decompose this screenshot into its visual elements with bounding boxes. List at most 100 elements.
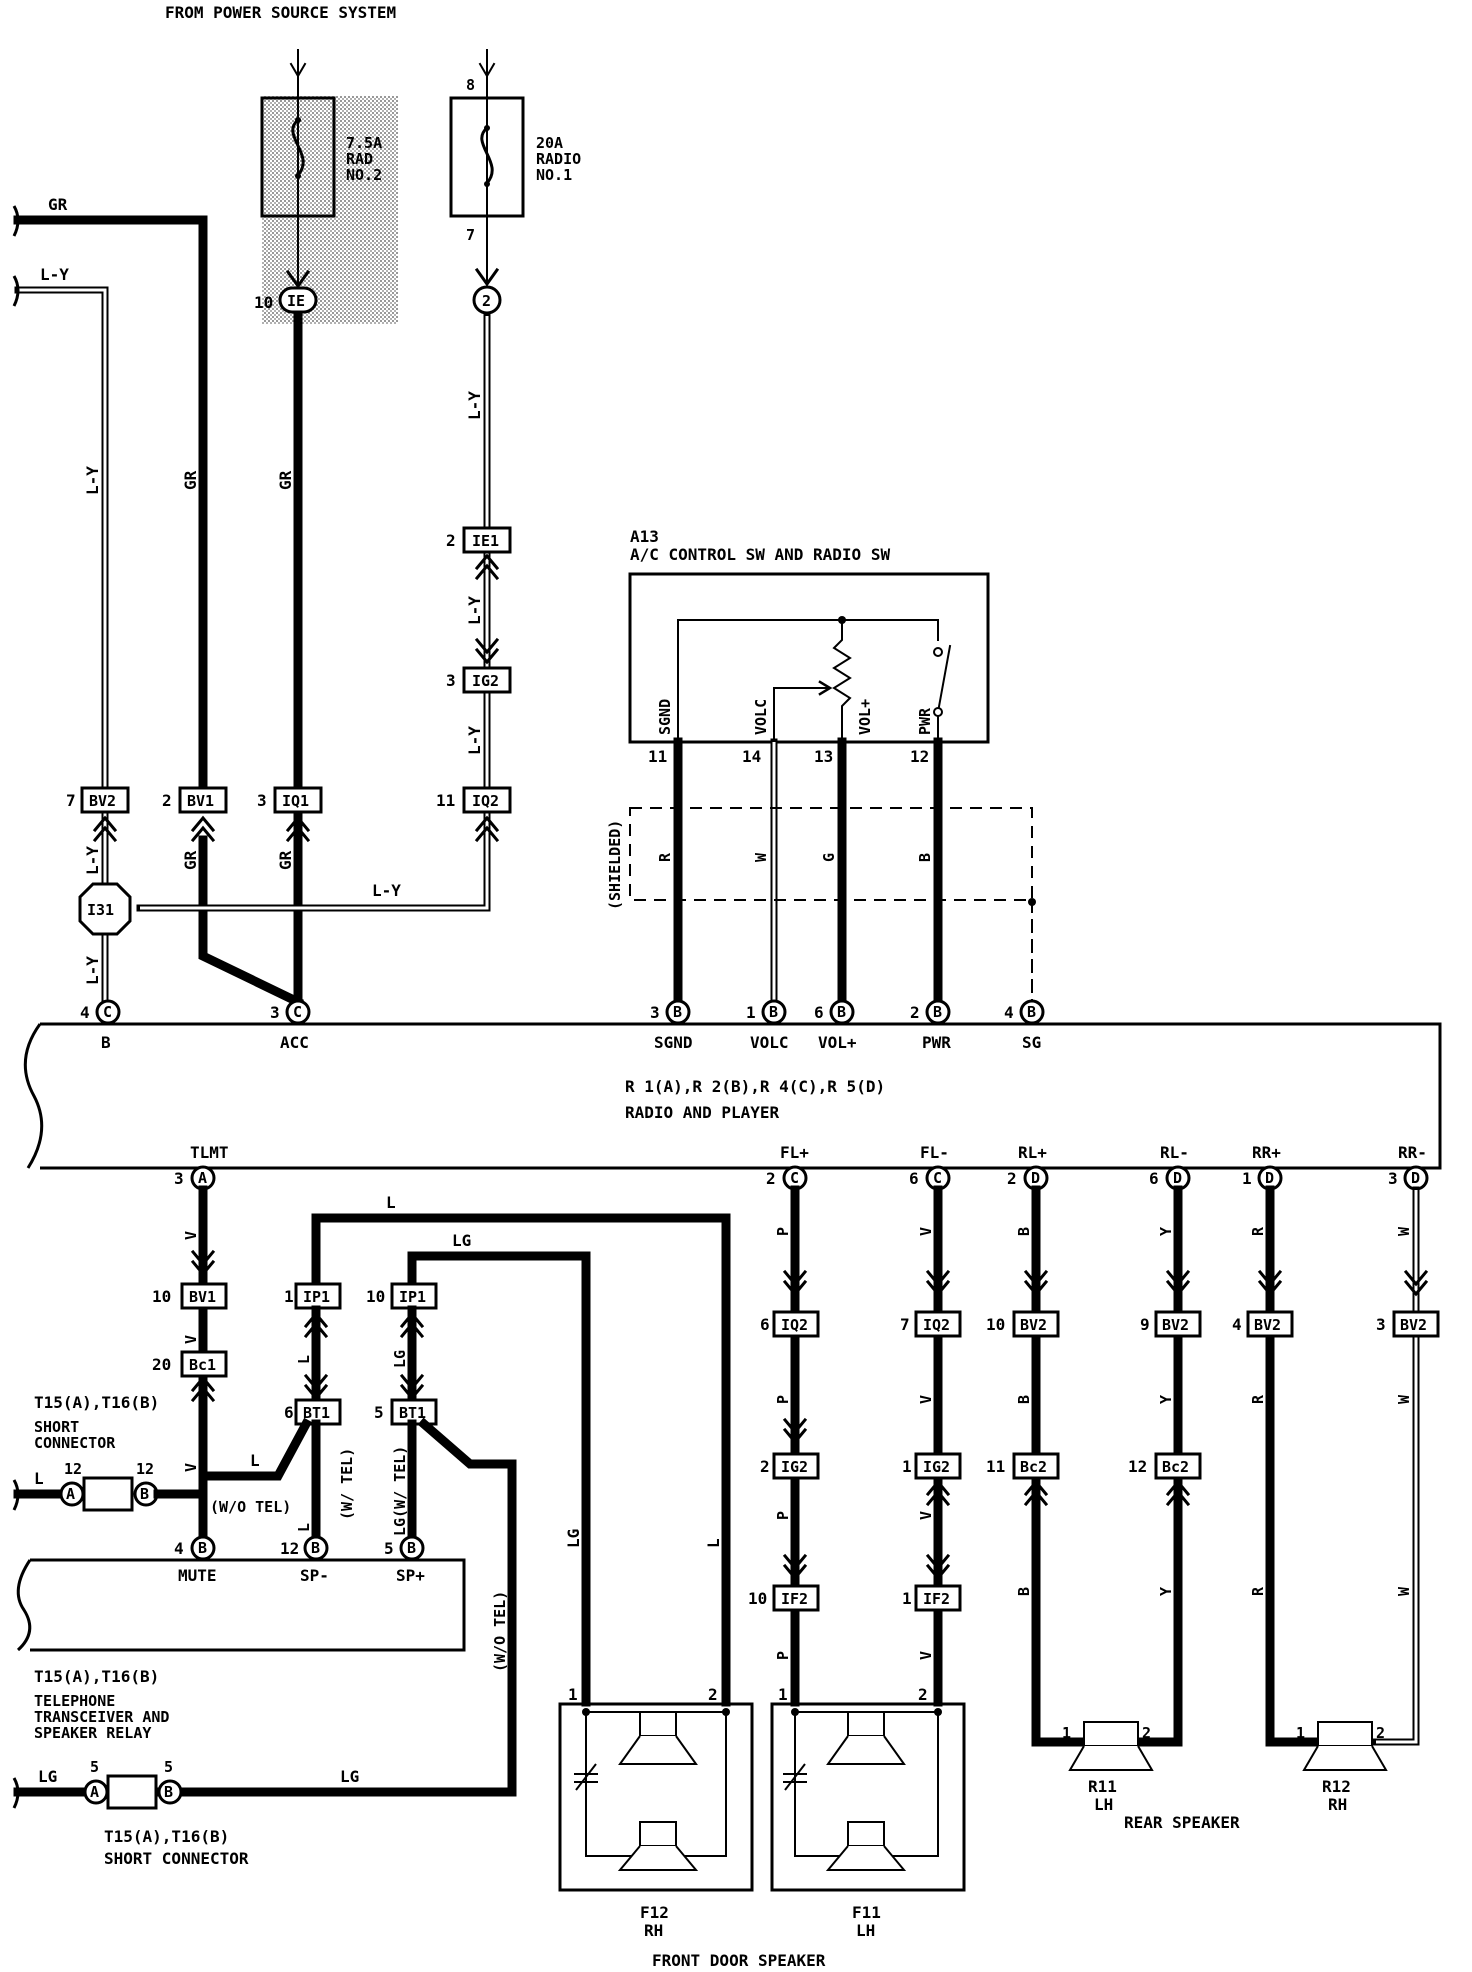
rear-speaker-title: REAR SPEAKER xyxy=(1124,1813,1240,1832)
pin-number: 2 xyxy=(1007,1169,1017,1188)
wire-lg-wo-tel xyxy=(135,1417,517,1797)
speaker-side: RH xyxy=(644,1921,663,1940)
connector-ie1: 2 IE1 xyxy=(446,526,512,554)
pin-number: 12 xyxy=(136,1460,154,1478)
terminal-name: MUTE xyxy=(178,1566,217,1585)
pin-number: 13 xyxy=(814,747,833,766)
connector-label: BT1 xyxy=(303,1404,330,1422)
terminal-name: SP+ xyxy=(396,1566,425,1585)
terminal-sgnd: 3 B SGND xyxy=(650,999,693,1052)
shield-box xyxy=(629,807,1033,901)
fuse-radio-no1: 8 7 20A RADIO NO.1 xyxy=(449,49,581,287)
connector-box xyxy=(1246,1310,1294,1338)
wire-color-label: LG xyxy=(564,1529,583,1548)
wire-rl-plus xyxy=(1031,1185,1085,1747)
wire-color-label: W xyxy=(752,852,770,862)
wire-color-label: P xyxy=(774,1651,792,1660)
wire-color-label: L-Y xyxy=(83,956,102,985)
pin-number: 1 xyxy=(1242,1169,1252,1188)
wire-color-label: L xyxy=(704,1538,723,1548)
terminal-conn: C xyxy=(790,1169,799,1187)
wire-l-wo-tel xyxy=(198,1417,313,1481)
a13-terminal: SGND xyxy=(656,699,674,735)
speaker-icon xyxy=(1317,1721,1373,1747)
terminal-conn: B xyxy=(673,1003,682,1021)
a13-terminal: VOL+ xyxy=(856,699,874,735)
connector-iq1: 3 IQ1 xyxy=(257,786,323,814)
wire-color-label: L xyxy=(386,1193,396,1212)
front-speaker-title: FRONT DOOR SPEAKER xyxy=(652,1951,826,1970)
speaker-code: R12 xyxy=(1322,1777,1351,1796)
switch-contact xyxy=(933,647,943,657)
wire-color-label: V xyxy=(917,1395,935,1404)
connector-circle xyxy=(472,285,502,315)
connector-bv1-top: 2 BV1 xyxy=(162,786,228,814)
speaker-f12: 1 2 F12 RH xyxy=(558,1685,754,1940)
terminal-conn: B xyxy=(407,1539,416,1557)
terminal-conn: B xyxy=(140,1485,149,1503)
wire-break-icon xyxy=(12,275,20,307)
connector-label: Bc1 xyxy=(189,1356,216,1374)
name-label: TRANSCEIVER AND xyxy=(34,1708,169,1726)
speaker-icon xyxy=(847,1711,885,1737)
terminal-conn: B xyxy=(769,1003,778,1021)
connector-label: BV1 xyxy=(189,1288,216,1306)
pin-number: 3 xyxy=(446,671,456,690)
junction-i31: I31 xyxy=(78,882,132,936)
connector-box xyxy=(1154,1452,1202,1480)
radio-bottom-terminals: TLMT 3 A FL+ 2 C FL- 6 C RL+ 2 D RL- 6 D… xyxy=(174,1143,1429,1191)
double-chevron-icon xyxy=(474,553,500,581)
speaker-code: F11 xyxy=(852,1903,881,1922)
wire-color-label: L-Y xyxy=(40,265,69,284)
terminal-conn: D xyxy=(1031,1169,1040,1187)
pin-number: 3 xyxy=(270,1003,280,1022)
fuse-node xyxy=(484,181,490,187)
wire-color-label: V xyxy=(917,1227,935,1236)
fuse-amps: 20A xyxy=(536,134,563,152)
wire-break-icon xyxy=(12,1479,20,1511)
name-label: SHORT CONNECTOR xyxy=(104,1849,249,1868)
double-chevron-icon xyxy=(190,815,216,843)
connector-bv2-top: 7 BV2 xyxy=(66,786,130,814)
pin-number: 2 xyxy=(708,1685,718,1704)
a13-box xyxy=(628,572,990,744)
terminal-name: RR- xyxy=(1398,1143,1427,1162)
wire-ly-2 xyxy=(136,312,491,912)
terminal-conn: D xyxy=(1173,1169,1182,1187)
wire-color-label: V xyxy=(182,1463,200,1472)
pin-number: 7 xyxy=(66,791,76,810)
connector-label: IQ1 xyxy=(282,792,309,810)
note-lg-w-tel: LG(W/ TEL) xyxy=(391,1446,409,1536)
double-chevron-icon xyxy=(1023,1479,1049,1507)
double-chevron-icon xyxy=(925,1553,951,1581)
radio-box xyxy=(40,1022,1442,1170)
double-chevron-icon xyxy=(925,1479,951,1507)
terminal-conn: A xyxy=(198,1169,207,1187)
pin-number: 1 xyxy=(902,1457,912,1476)
note-wo-tel: (W/O TEL) xyxy=(491,1591,509,1672)
connector-label: BV2 xyxy=(1020,1316,1047,1334)
connector-label: BV2 xyxy=(89,792,116,810)
junction-dot xyxy=(582,1708,590,1716)
wire-color-label: W xyxy=(1395,1226,1413,1236)
speaker-cone-icon xyxy=(825,1845,907,1871)
speaker-r11: 1 2 R11 LH xyxy=(1062,1721,1154,1814)
fuse-element-icon xyxy=(291,118,305,177)
pin-number: 14 xyxy=(742,747,761,766)
connector-label: IP1 xyxy=(399,1288,426,1306)
switch-contact xyxy=(933,707,943,717)
wire-color-label: L-Y xyxy=(465,726,484,755)
wire-rr-minus-inner xyxy=(1376,1190,1418,1744)
wire-color-label: W xyxy=(1395,1394,1413,1404)
double-chevron-icon xyxy=(474,815,500,843)
wire-color-label: GR xyxy=(181,850,200,870)
connector-box xyxy=(772,1310,820,1338)
connector-box xyxy=(180,1282,228,1310)
pin-number: 10 xyxy=(366,1287,385,1306)
connector-label: BV2 xyxy=(1400,1316,1427,1334)
connector-box xyxy=(772,1452,820,1480)
wire-color-label: LG xyxy=(340,1767,359,1786)
pin-number: 5 xyxy=(384,1539,394,1558)
short-connector-12: T15(A),T16(B) SHORT CONNECTOR L A B 12 1… xyxy=(12,1393,208,1512)
wire-rr-minus xyxy=(1372,1186,1420,1746)
